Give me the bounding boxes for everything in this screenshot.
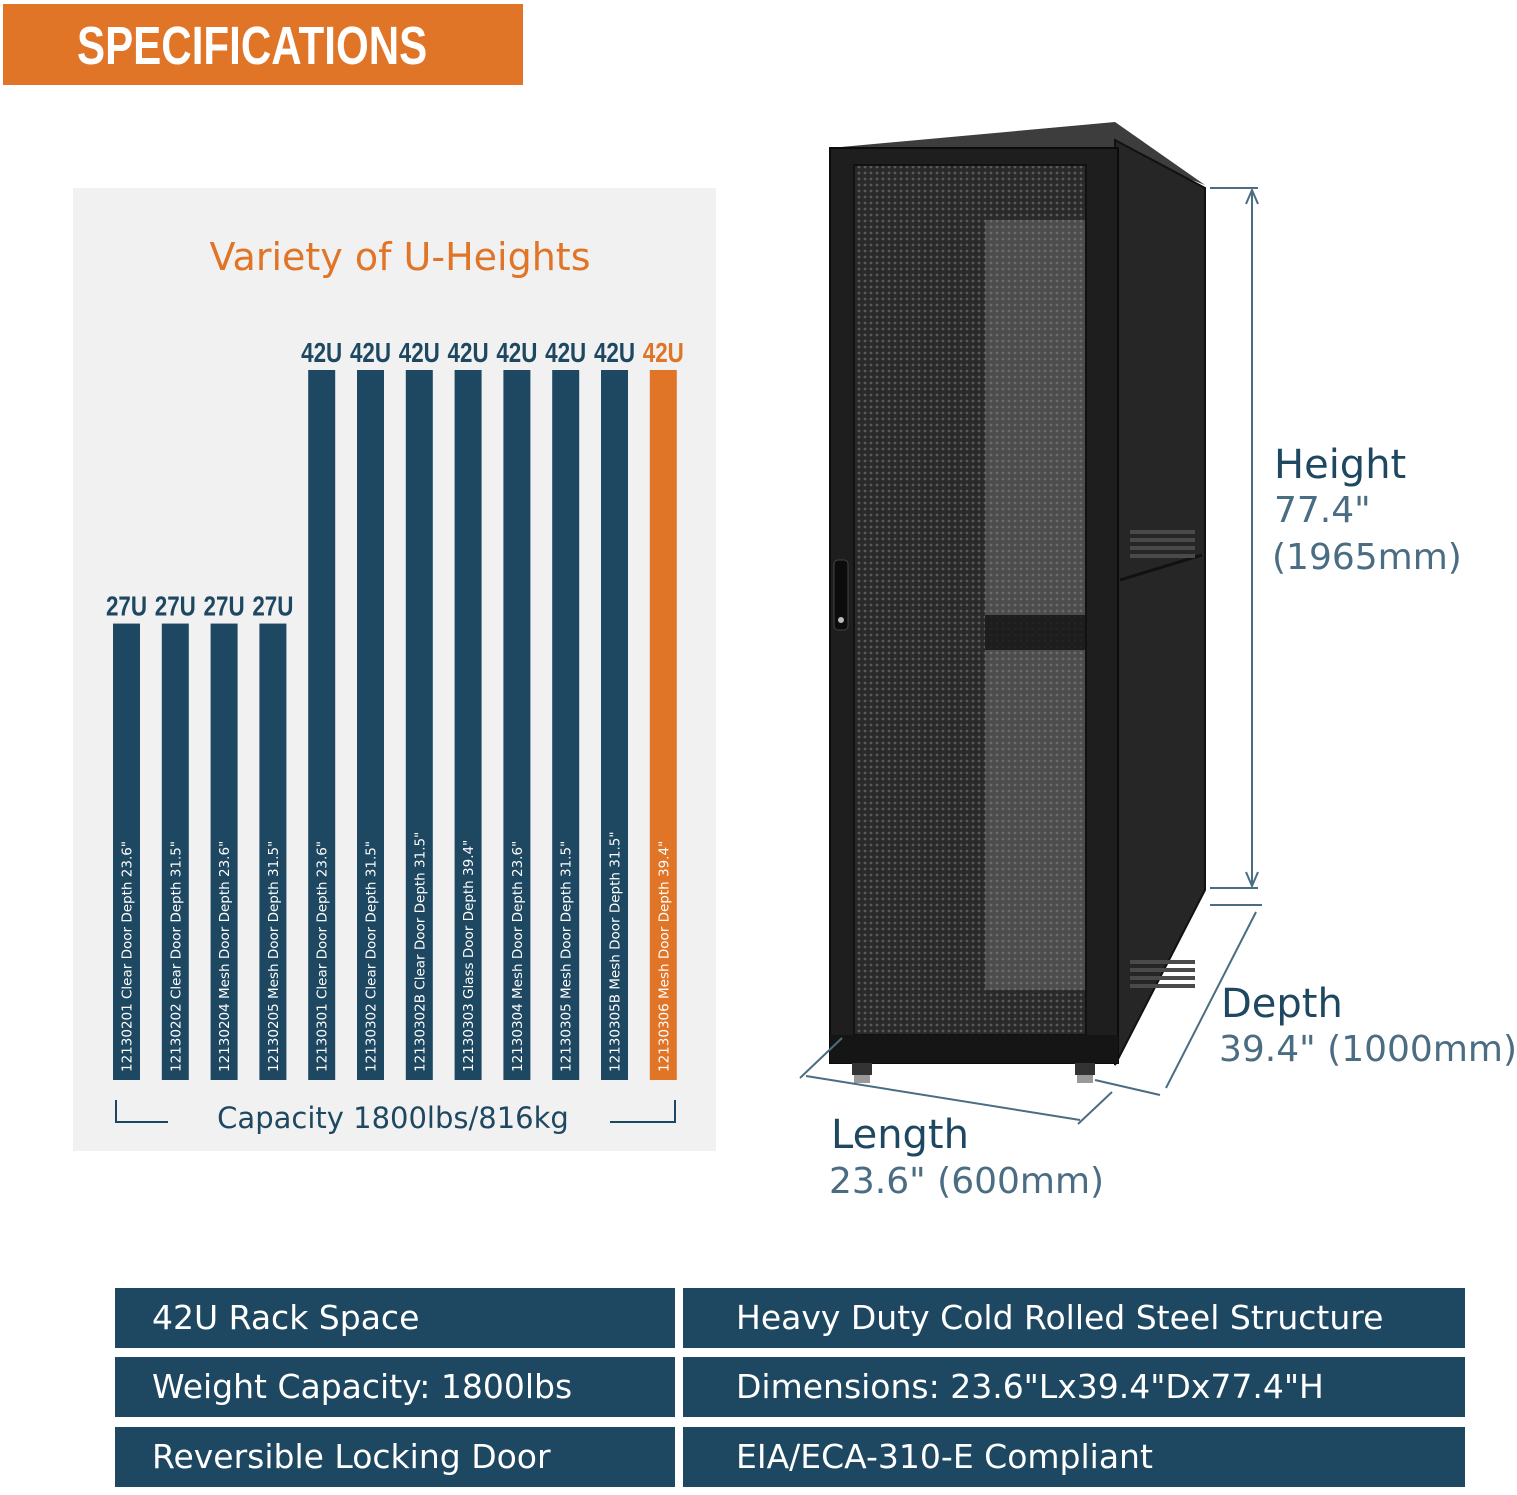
spec-weight-capacity: Weight Capacity: 1800lbs [115,1357,675,1417]
bar [308,370,336,1080]
bar-value-label: 42U [496,338,537,369]
bar-value-label: 42U [545,338,586,369]
bar-value-label: 42U [594,338,635,369]
bar-category-label: 12130302 Clear Door Depth 31.5" [364,841,380,1072]
u-heights-chart: Variety of U-Heights 27U 12130201 Clear Do… [106,235,684,1135]
spec-compliance: EIA/ECA-310-E Compliant [683,1427,1465,1487]
bar [601,370,628,1080]
bar [161,623,189,1080]
bar [649,370,677,1080]
height-label: Height [1274,442,1407,488]
bar-value-label: 42U [350,338,391,369]
spec-dimensions: Dimensions: 23.6"Lx39.4"Dx77.4"H [683,1357,1465,1417]
bar-category-label: 12130306 Mesh Door Depth 39.4" [656,841,672,1072]
u-heights-chart-panel: Variety of U-Heights 27U 12130201 Clear Do… [73,188,716,1151]
capacity-bracket-left [115,1100,168,1123]
bar-category-label: 12130304 Mesh Door Depth 23.6" [510,841,526,1072]
length-value: 23.6" (600mm) [829,1161,1105,1202]
length-label: Length [831,1112,969,1158]
bar-category-label: 12130205 Mesh Door Depth 31.5" [266,841,282,1072]
spec-locking-door: Reversible Locking Door [115,1427,675,1487]
bar [113,623,140,1080]
chart-title: Variety of U-Heights [209,235,590,279]
depth-value: 39.4" (1000mm) [1219,1029,1517,1070]
bar-value-label: 27U [204,591,245,622]
bar-category-label: 12130201 Clear Door Depth 23.6" [120,841,136,1072]
bar [405,370,433,1080]
bar-category-label: 12130305 Mesh Door Depth 31.5" [559,841,575,1072]
height-mm: (1965mm) [1272,537,1462,578]
bar-category-label: 12130305B Mesh Door Depth 31.5" [608,831,624,1072]
banner-title: SPECIFICATIONS [77,16,428,76]
rack-cabinet-image [829,122,1206,1083]
bar [259,623,287,1080]
spec-steel-structure: Heavy Duty Cold Rolled Steel Structure [683,1288,1465,1348]
bar-category-label: 12130204 Mesh Door Depth 23.6" [217,841,233,1072]
bar-value-label: 42U [301,338,342,369]
bar-value-label: 27U [106,591,147,622]
depth-label: Depth [1221,981,1343,1027]
capacity-bracket-right [610,1100,676,1123]
bar-category-label: 12130202 Clear Door Depth 31.5" [168,841,184,1072]
bar [210,623,238,1080]
bar [503,370,531,1080]
bar-category-label: 12130302B Clear Door Depth 31.5" [412,832,428,1072]
capacity-label: Capacity 1800lbs/816kg [217,1101,569,1135]
height-inch: 77.4" [1274,490,1371,531]
bar-value-label: 27U [252,591,293,622]
bar [454,370,482,1080]
bar [552,370,580,1080]
bar-value-label: 42U [448,338,489,369]
bar-value-label: 42U [399,338,440,369]
spec-rack-space: 42U Rack Space [115,1288,675,1348]
bar [357,370,384,1080]
bar-value-label: 42U [643,338,684,369]
bar-value-label: 27U [155,591,196,622]
bar-category-label: 12130301 Clear Door Depth 23.6" [315,841,331,1072]
specifications-banner: SPECIFICATIONS [3,4,523,85]
bar-category-label: 12130303 Glass Door Depth 39.4" [461,840,477,1072]
